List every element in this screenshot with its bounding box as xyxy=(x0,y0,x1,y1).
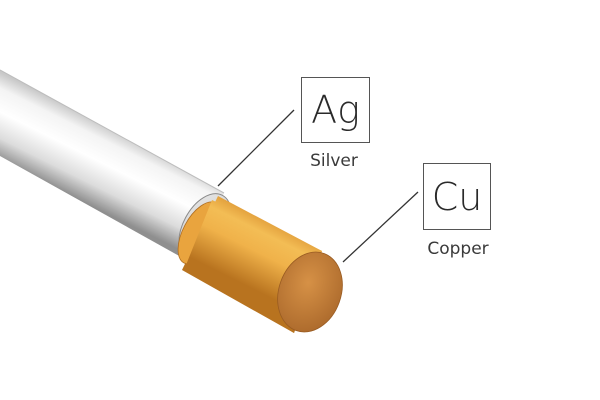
copper-name-label: Copper xyxy=(427,239,489,259)
copper-symbol-box: Cu xyxy=(423,163,491,230)
silver-symbol-box: Ag xyxy=(301,77,370,143)
silver-sheath xyxy=(0,70,224,262)
leader-line-silver xyxy=(217,109,295,187)
leader-line-copper xyxy=(342,191,419,263)
copper-symbol: Cu xyxy=(431,174,483,219)
copper-end-face xyxy=(277,251,343,333)
sheath-top-edge xyxy=(0,69,225,194)
silver-symbol: Ag xyxy=(311,88,360,132)
silver-name-label: Silver xyxy=(310,151,358,171)
